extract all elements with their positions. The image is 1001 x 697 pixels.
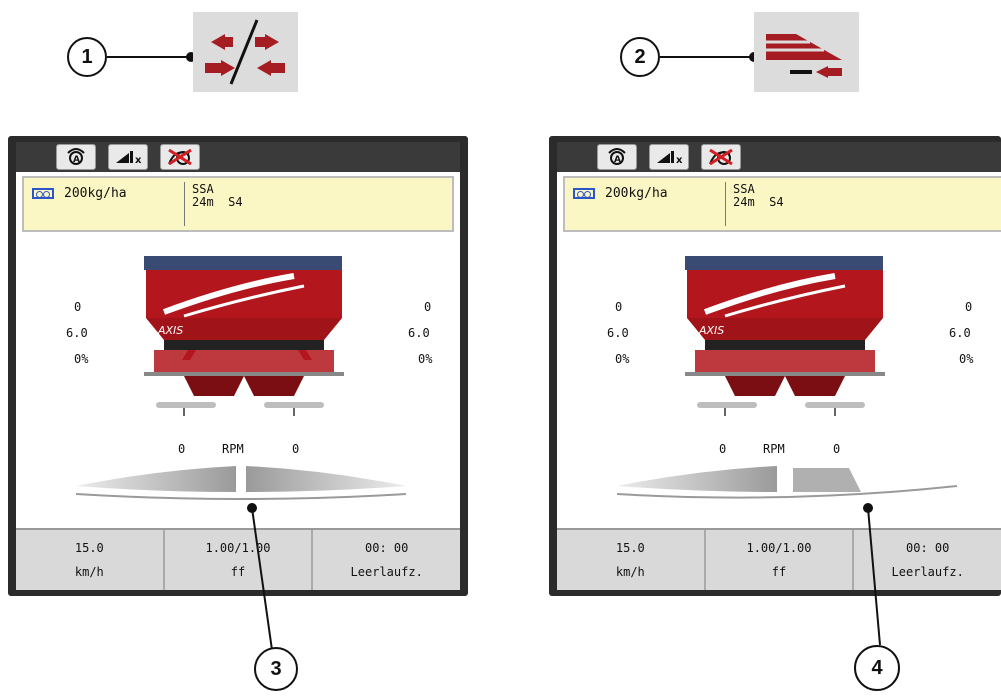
- flow-factor-value: 1.00/1.00: [746, 541, 812, 555]
- application-rate: 200kg/ha: [573, 186, 668, 201]
- flow-factor-cell[interactable]: 1.00/1.00 ff: [706, 530, 855, 590]
- right-top-value: 0: [424, 300, 432, 314]
- gps-a-icon[interactable]: A: [597, 144, 637, 170]
- terminal-screen-left: A x 200kg/ha SSA 24m S4 0 6.0 0% 0 6.0: [8, 136, 468, 596]
- left-rate: 6.0: [66, 326, 88, 340]
- svg-text:AXIS: AXIS: [157, 324, 183, 337]
- terminal-screen-right: A x 200kg/ha SSA 24m S4 0 6.0 0% 0 6.0: [549, 136, 1001, 596]
- spreader-machine-image: AXIS: [144, 256, 344, 416]
- section-stop-icon[interactable]: x: [108, 144, 148, 170]
- rpm-right: 0: [833, 442, 841, 456]
- callout-1-leader: [107, 56, 189, 58]
- svg-text:A: A: [614, 155, 621, 165]
- crossed-out-boundary-icon[interactable]: [701, 144, 741, 170]
- flow-factor-unit: ff: [230, 565, 246, 579]
- rpm-label: RPM: [222, 442, 244, 456]
- section-stop-icon[interactable]: x: [649, 144, 689, 170]
- left-percent: 0%: [615, 352, 630, 366]
- rpm-left: 0: [178, 442, 186, 456]
- left-top-value: 0: [74, 300, 82, 314]
- speed-value: 15.0: [74, 541, 104, 555]
- rpm-label: RPM: [763, 442, 785, 456]
- gps-a-icon[interactable]: A: [56, 144, 96, 170]
- callout-4: 4: [854, 645, 900, 691]
- rpm-left: 0: [719, 442, 727, 456]
- idle-time-cell[interactable]: 00: 00 Leerlaufz.: [313, 530, 460, 590]
- spreader-machine-image: AXIS: [685, 256, 885, 416]
- callout-3: 3: [254, 647, 298, 691]
- scale-roll-icon: [573, 188, 595, 199]
- right-rate: 6.0: [949, 326, 971, 340]
- svg-text:AXIS: AXIS: [698, 324, 724, 337]
- application-rate: 200kg/ha: [32, 186, 127, 201]
- callout-2: 2: [620, 37, 660, 77]
- speed-value: 15.0: [615, 541, 645, 555]
- scale-roll-icon: [32, 188, 54, 199]
- right-rate: 6.0: [408, 326, 430, 340]
- idle-time-unit: Leerlaufz.: [891, 565, 964, 579]
- idle-time-unit: Leerlaufz.: [350, 565, 423, 579]
- speed-unit: km/h: [74, 565, 104, 579]
- right-top-value: 0: [965, 300, 973, 314]
- right-percent: 0%: [959, 352, 974, 366]
- spread-pattern-reduced: [617, 466, 957, 499]
- idle-time-cell[interactable]: 00: 00 Leerlaufz.: [854, 530, 1001, 590]
- left-percent: 0%: [74, 352, 89, 366]
- callout-1-dot: [186, 52, 196, 62]
- machine-type: SSA: [192, 182, 214, 196]
- speed-cell[interactable]: 15.0 km/h: [557, 530, 706, 590]
- idle-time-value: 00: 00: [365, 541, 409, 555]
- status-bar: 15.0 km/h 1.00/1.00 ff 00: 00 Leerlaufz.: [16, 528, 460, 590]
- flow-factor-value: 1.00/1.00: [205, 541, 271, 555]
- screen-content: A x 200kg/ha SSA 24m S4 0 6.0 0% 0 6.0: [16, 142, 460, 590]
- machine-width: 24m S4: [733, 195, 784, 209]
- application-rate-value: 200kg/ha: [64, 186, 127, 201]
- left-top-value: 0: [615, 300, 623, 314]
- machine-type: SSA: [733, 182, 755, 196]
- reduce-boundary-spread-icon[interactable]: [754, 12, 859, 92]
- application-rate-value: 200kg/ha: [605, 186, 668, 201]
- callout-1: 1: [67, 37, 107, 77]
- speed-cell[interactable]: 15.0 km/h: [16, 530, 165, 590]
- rpm-right: 0: [292, 442, 300, 456]
- info-divider: [184, 182, 185, 226]
- machine-info: SSA 24m S4: [733, 183, 784, 209]
- left-rate: 6.0: [607, 326, 629, 340]
- info-divider: [725, 182, 726, 226]
- toolbar: A x: [557, 142, 1001, 172]
- flow-factor-cell[interactable]: 1.00/1.00 ff: [165, 530, 314, 590]
- change-spread-direction-icon[interactable]: [193, 12, 298, 92]
- svg-text:x: x: [676, 155, 683, 166]
- idle-time-value: 00: 00: [906, 541, 950, 555]
- svg-text:x: x: [135, 155, 142, 166]
- callout-2-leader: [660, 56, 752, 58]
- status-bar: 15.0 km/h 1.00/1.00 ff 00: 00 Leerlaufz.: [557, 528, 1001, 590]
- screen-content: A x 200kg/ha SSA 24m S4 0 6.0 0% 0 6.0: [557, 142, 1001, 590]
- spread-pattern-full: [76, 466, 406, 500]
- toolbar: A x: [16, 142, 460, 172]
- info-panel: 200kg/ha SSA 24m S4: [22, 176, 454, 232]
- crossed-out-boundary-icon[interactable]: [160, 144, 200, 170]
- info-panel: 200kg/ha SSA 24m S4: [563, 176, 1001, 232]
- right-percent: 0%: [418, 352, 433, 366]
- svg-text:A: A: [73, 155, 80, 165]
- machine-info: SSA 24m S4: [192, 183, 243, 209]
- speed-unit: km/h: [615, 565, 645, 579]
- flow-factor-unit: ff: [771, 565, 787, 579]
- machine-width: 24m S4: [192, 195, 243, 209]
